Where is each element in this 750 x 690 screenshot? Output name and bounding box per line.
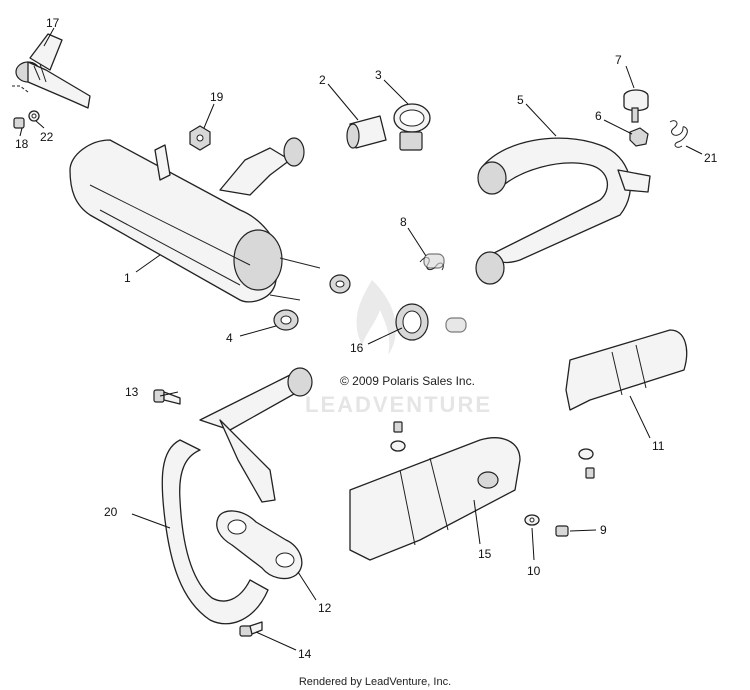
callout-20: 20 bbox=[104, 505, 118, 519]
callout-4: 4 bbox=[226, 331, 233, 345]
part-13-bolt[interactable] bbox=[153, 389, 181, 405]
callout-5: 5 bbox=[517, 93, 524, 107]
part-15-heat-shield[interactable] bbox=[349, 437, 521, 561]
part-17-tailpipe-tip[interactable] bbox=[12, 33, 91, 109]
callout-21: 21 bbox=[704, 151, 718, 165]
callout-6: 6 bbox=[595, 109, 602, 123]
part-2-sleeve[interactable] bbox=[346, 115, 387, 149]
callouts: 17 18 22 19 1 2 3 4 5 6 7 21 8 16 11 13 bbox=[15, 16, 718, 661]
callout-14: 14 bbox=[298, 647, 312, 661]
watermark-logo bbox=[356, 280, 396, 355]
callout-17: 17 bbox=[46, 16, 60, 30]
callout-16: 16 bbox=[350, 341, 364, 355]
part-4-grommet[interactable] bbox=[273, 309, 299, 331]
callout-15: 15 bbox=[478, 547, 492, 561]
callout-8: 8 bbox=[400, 215, 407, 229]
part-19-nut[interactable] bbox=[189, 125, 211, 151]
part-7-stud[interactable] bbox=[623, 89, 649, 123]
part-3-clamp[interactable] bbox=[393, 103, 431, 151]
copyright-notice: © 2009 Polaris Sales Inc. bbox=[340, 374, 475, 388]
part-10-washer[interactable] bbox=[524, 514, 540, 526]
part-14-bolt[interactable] bbox=[239, 621, 263, 637]
part-1-muffler[interactable] bbox=[69, 137, 321, 303]
callout-11: 11 bbox=[652, 439, 665, 453]
part-5-head-pipe[interactable] bbox=[475, 137, 651, 285]
part-12-exhaust-gasket[interactable] bbox=[216, 510, 303, 580]
part-21-spring[interactable] bbox=[669, 120, 688, 148]
callout-9: 9 bbox=[600, 523, 607, 537]
part-20-exhaust-header[interactable] bbox=[161, 367, 313, 625]
callout-2: 2 bbox=[319, 73, 326, 87]
footer-credit: Rendered by LeadVenture, Inc. bbox=[298, 676, 452, 688]
callout-18: 18 bbox=[15, 137, 29, 151]
callout-3: 3 bbox=[375, 68, 382, 82]
part-22-washer[interactable] bbox=[28, 110, 40, 122]
grommet-icon bbox=[329, 274, 351, 294]
callout-12: 12 bbox=[318, 601, 332, 615]
callout-19: 19 bbox=[210, 90, 224, 104]
watermark-text: LEADVENTURE bbox=[305, 392, 493, 417]
washer-icon bbox=[390, 421, 595, 479]
callout-7: 7 bbox=[615, 53, 622, 67]
part-11-heat-shield[interactable] bbox=[565, 329, 688, 411]
part-8-spring[interactable] bbox=[419, 253, 445, 271]
spring-icon bbox=[445, 317, 467, 333]
callout-1: 1 bbox=[124, 271, 131, 285]
part-9-bolt[interactable] bbox=[555, 525, 569, 537]
part-6-nut[interactable] bbox=[629, 127, 649, 147]
callout-13: 13 bbox=[125, 385, 139, 399]
callout-22: 22 bbox=[40, 130, 54, 144]
part-16-gasket[interactable] bbox=[395, 303, 429, 341]
callout-10: 10 bbox=[527, 564, 541, 578]
part-18-bolt[interactable] bbox=[13, 117, 25, 129]
